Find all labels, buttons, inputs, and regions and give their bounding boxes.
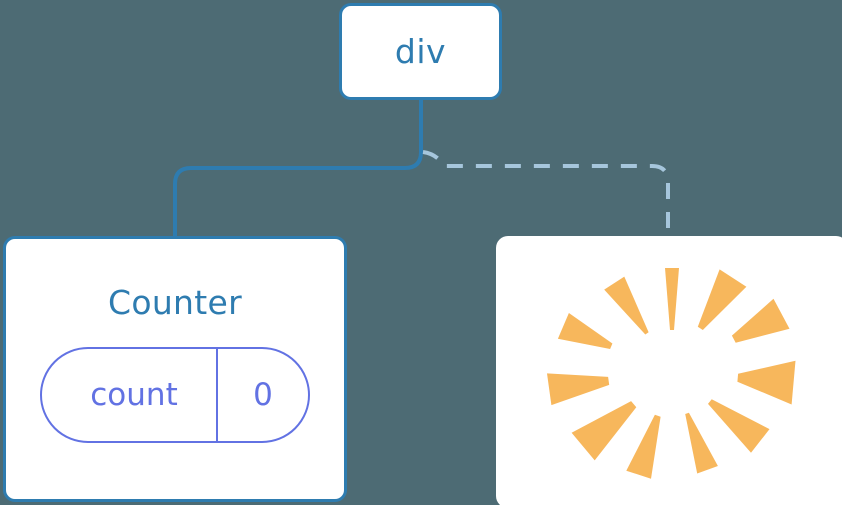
spinner-blade bbox=[626, 414, 661, 479]
loading-spinner-icon bbox=[547, 268, 796, 479]
edge-div-to-counter bbox=[173, 98, 423, 240]
spinner-blade bbox=[557, 313, 613, 349]
state-pill-key: count bbox=[90, 376, 178, 413]
spinner-blade bbox=[685, 412, 718, 474]
node-spinner[interactable] bbox=[496, 236, 842, 505]
spinner-blade bbox=[571, 401, 637, 461]
state-pill-value: 0 bbox=[216, 349, 308, 441]
spinner-blade bbox=[604, 276, 649, 335]
edge-div-to-spinner bbox=[422, 150, 670, 238]
node-div-label: div bbox=[394, 32, 447, 71]
node-div[interactable]: div bbox=[339, 3, 502, 100]
spinner-blade bbox=[665, 268, 679, 330]
node-counter-label: Counter bbox=[108, 283, 242, 322]
node-counter[interactable]: Counter count 0 bbox=[3, 236, 347, 502]
spinner-blade bbox=[708, 399, 770, 453]
spinner-blade bbox=[547, 373, 610, 406]
spinner-blade bbox=[697, 269, 747, 330]
spinner-blade bbox=[731, 298, 790, 343]
state-pill-count[interactable]: count 0 bbox=[40, 347, 310, 443]
spinner-blade bbox=[737, 360, 796, 405]
